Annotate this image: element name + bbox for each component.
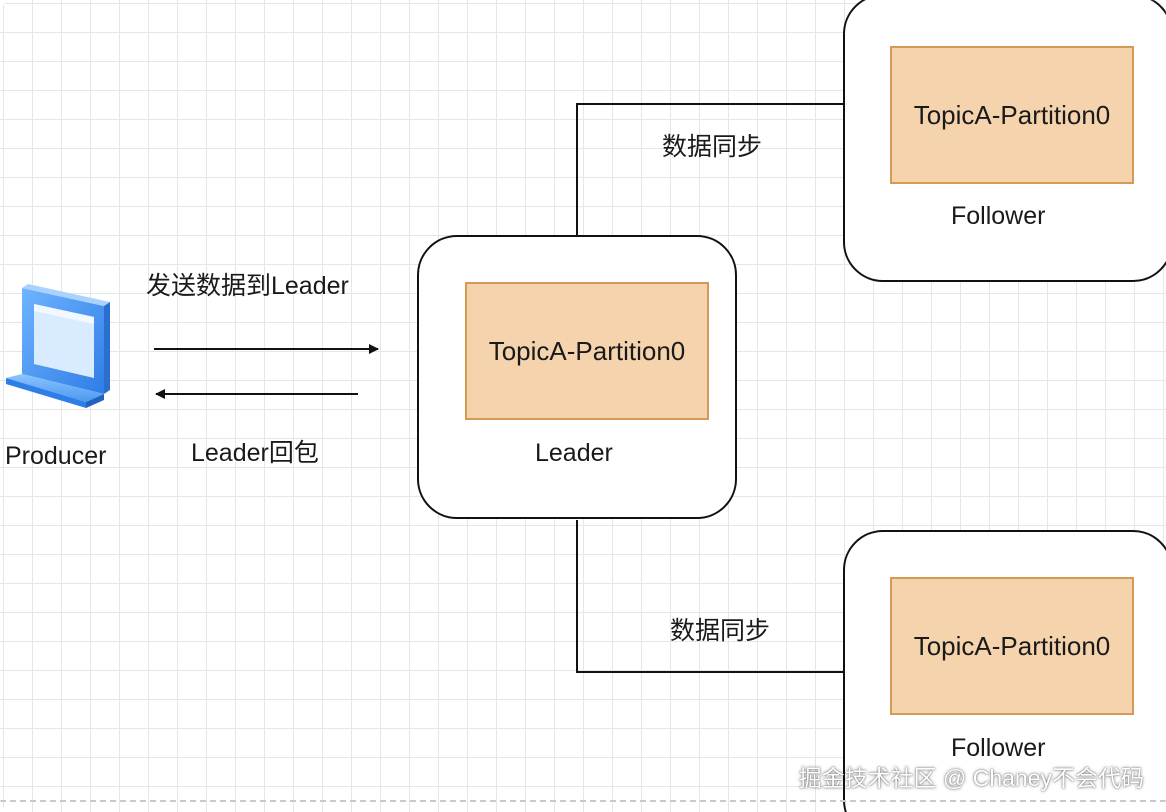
follower-top-partition-box: TopicA-Partition0 [890, 46, 1134, 184]
ack-label: Leader回包 [191, 439, 319, 467]
leader-partition-box: TopicA-Partition0 [465, 282, 709, 420]
sync-connector-bottom [576, 520, 846, 673]
leader-role-label: Leader [535, 439, 613, 467]
follower-bottom-role-label: Follower [951, 734, 1046, 762]
sync-label-top: 数据同步 [662, 133, 763, 161]
sync-label-bottom: 数据同步 [670, 617, 771, 645]
watermark-text: 掘金技术社区 @ Chaney不会代码 [798, 765, 1144, 791]
producer-label: Producer [5, 442, 107, 470]
laptop-icon [6, 284, 110, 408]
dashed-divider [0, 800, 1166, 802]
send-label: 发送数据到Leader [146, 272, 349, 300]
follower-bottom-partition-box: TopicA-Partition0 [890, 577, 1134, 715]
sync-connector-top [576, 103, 846, 236]
follower-top-role-label: Follower [951, 202, 1046, 230]
